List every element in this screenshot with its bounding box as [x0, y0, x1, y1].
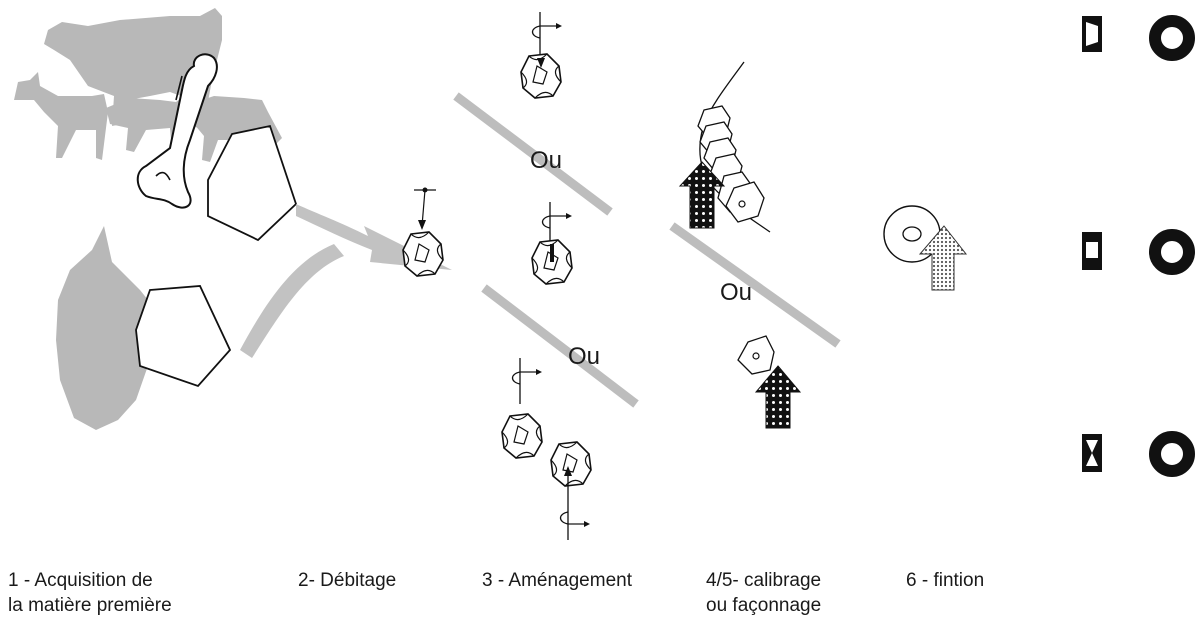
rotation-axis-icon: [531, 11, 563, 59]
percussion-arrow-icon: [414, 187, 436, 230]
upward-arrow-dotted: [678, 161, 726, 229]
or-label: Ou: [568, 343, 600, 370]
separator-line: [453, 92, 613, 216]
separator-line: [669, 222, 841, 348]
step-label-line: ou façonnage: [706, 595, 822, 616]
shell-blank-outline: [135, 285, 232, 388]
bead-profile-biconical: [1082, 431, 1195, 477]
step-label-amenagement: 3 - Aménagement: [482, 568, 632, 593]
shell-silhouette: [56, 226, 164, 430]
calibration-stack: [697, 61, 771, 233]
cow-silhouette: [44, 8, 222, 128]
flow-arrow-shell: [240, 244, 344, 358]
or-label: Ou: [530, 147, 562, 174]
nodule-shaping-bottom-right: [550, 441, 592, 487]
bead-profile-truncated-cone: [1082, 15, 1195, 61]
upward-arrow-dotted: [754, 365, 802, 429]
step-label-line: la matière première: [8, 595, 172, 616]
step-label-line: 1 - Acquisition de: [8, 570, 153, 591]
bone-blank-outline: [207, 124, 298, 242]
step-label-debitage: 2- Débitage: [298, 568, 396, 593]
step-label-line: 4/5- calibrage: [706, 570, 822, 591]
or-label: Ou: [720, 279, 752, 306]
step-label-line: 2- Débitage: [298, 570, 397, 591]
step-label-line: 3 - Aménagement: [482, 570, 632, 591]
horse-silhouette: [190, 96, 282, 162]
bone-icon: [136, 53, 218, 209]
separator-line: [481, 284, 639, 408]
step-label-line: 6 - fintion: [906, 570, 985, 591]
rotation-axis-icon: [511, 357, 543, 405]
nodule-shaping-bottom-left: [501, 413, 543, 459]
step-label-acquisition: 1 - Acquisition de la matière première: [8, 568, 172, 618]
sheep-silhouette: [106, 96, 186, 152]
nodule-debitage: [402, 231, 444, 277]
step-label-finition: 6 - fintion: [906, 568, 984, 593]
goat-silhouette: [14, 72, 108, 160]
step-label-calibrage: 4/5- calibrage ou façonnage: [706, 568, 821, 618]
rotation-axis-icon: [559, 466, 590, 540]
bead-profile-cylinder: [1082, 229, 1195, 275]
upward-arrow-fine: [918, 225, 968, 291]
